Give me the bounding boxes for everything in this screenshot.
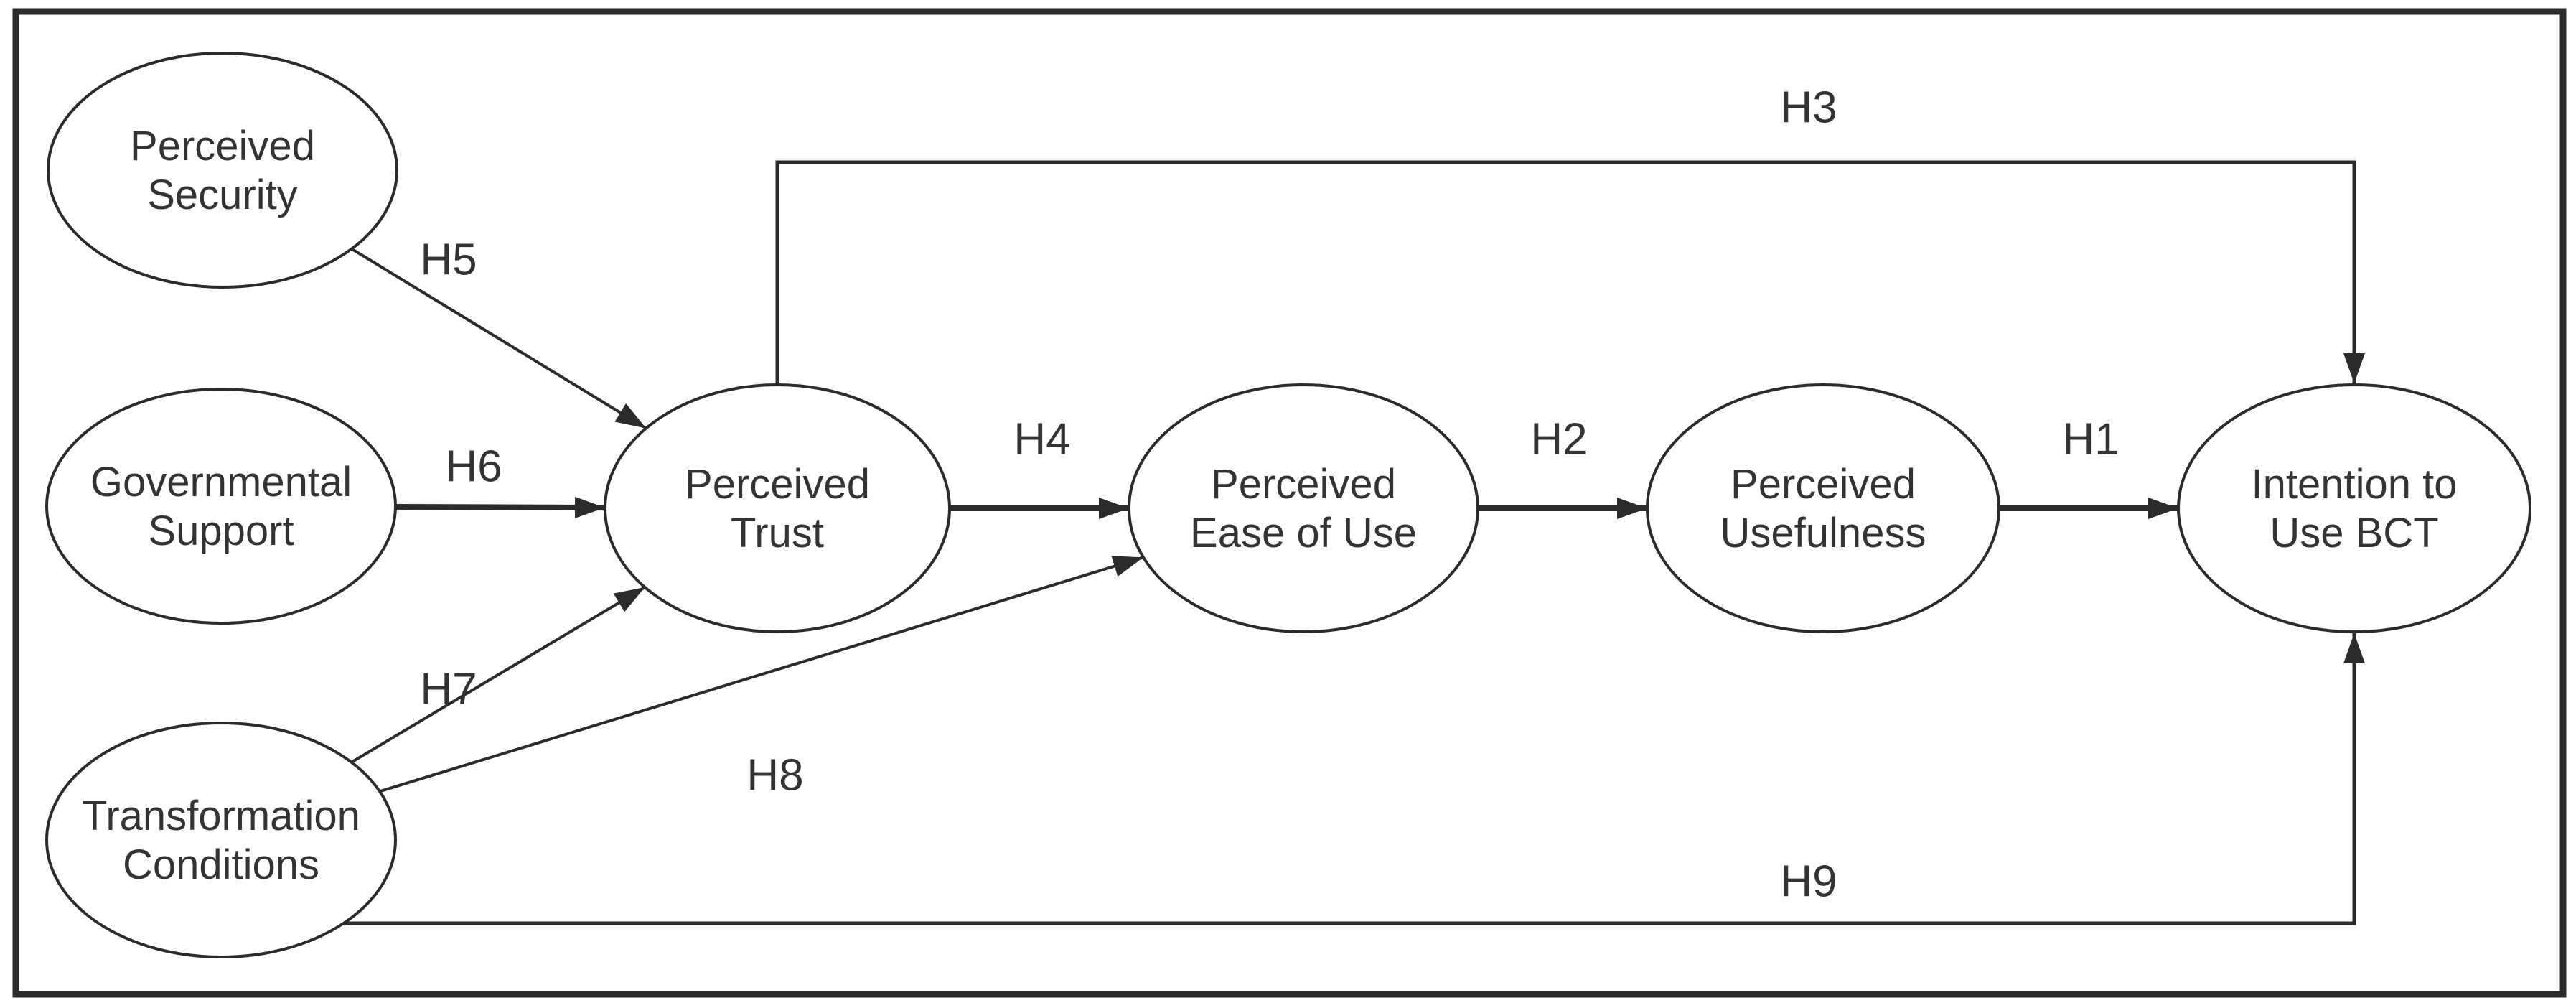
node-intention-to-use-bct-label-line1: Intention to [2252, 461, 2458, 508]
node-transformation-conditions-label-line2: Conditions [123, 841, 319, 888]
node-perceived-trust-shape [604, 383, 951, 633]
edge-h8-arrow [379, 556, 1144, 793]
node-transformation-conditions-label-line1: Transformation [82, 793, 360, 839]
node-perceived-trust-label-line1: Perceived [685, 461, 870, 508]
edge-label-h3: H3 [1780, 83, 1837, 133]
edge-h3: H3 [775, 83, 2365, 386]
edge-h9: H9 [343, 633, 2365, 925]
node-intention-to-use-bct-shape [2177, 383, 2531, 633]
edge-label-h9: H9 [1780, 857, 1837, 907]
edge-h2: H2 [1478, 415, 1647, 519]
node-perceived-trust-label-line2: Trust [731, 510, 824, 556]
edge-label-h1: H1 [2062, 415, 2119, 465]
edge-h6-arrow [395, 496, 606, 518]
edge-h7: H7 [350, 586, 646, 764]
node-perceived-usefulness-label-line1: Perceived [1730, 461, 1916, 508]
node-perceived-security-shape [47, 52, 398, 289]
node-perceived-security-label-line1: Perceived [130, 123, 315, 169]
node-perceived-ease-of-use-label-line2: Ease of Use [1190, 510, 1417, 556]
edge-h7-arrow [350, 586, 646, 764]
node-intention-to-use-bct-label-line2: Use BCT [2270, 510, 2438, 556]
node-perceived-ease-of-use-shape [1128, 383, 1479, 633]
edge-h6: H6 [395, 442, 606, 518]
edge-h3-arrow [775, 160, 2365, 386]
node-perceived-ease-of-use-label-line1: Perceived [1211, 461, 1396, 508]
node-perceived-security-label-line2: Security [147, 172, 298, 218]
edge-h9-arrow [343, 633, 2365, 925]
node-perceived-usefulness-label-line2: Usefulness [1720, 510, 1926, 556]
node-transformation-conditions-shape [45, 722, 397, 958]
edge-h8: H8 [379, 556, 1144, 801]
node-governmental-support-label-line2: Support [148, 508, 294, 554]
edge-label-h4: H4 [1013, 415, 1070, 465]
edge-h1: H1 [1999, 415, 2178, 519]
diagram-border [12, 8, 2567, 998]
node-governmental-support-shape [45, 388, 397, 625]
node-governmental-support-label-line1: Governmental [90, 459, 352, 505]
edge-h5: H5 [350, 235, 647, 430]
node-perceived-usefulness-shape [1646, 383, 2000, 633]
edge-h4: H4 [950, 415, 1129, 519]
edge-label-h8: H8 [746, 751, 803, 801]
edge-label-h5: H5 [420, 235, 477, 285]
edge-h5-arrow [350, 247, 647, 430]
edge-label-h2: H2 [1530, 415, 1587, 465]
edge-label-h6: H6 [445, 442, 502, 492]
edge-label-h7: H7 [420, 665, 477, 714]
